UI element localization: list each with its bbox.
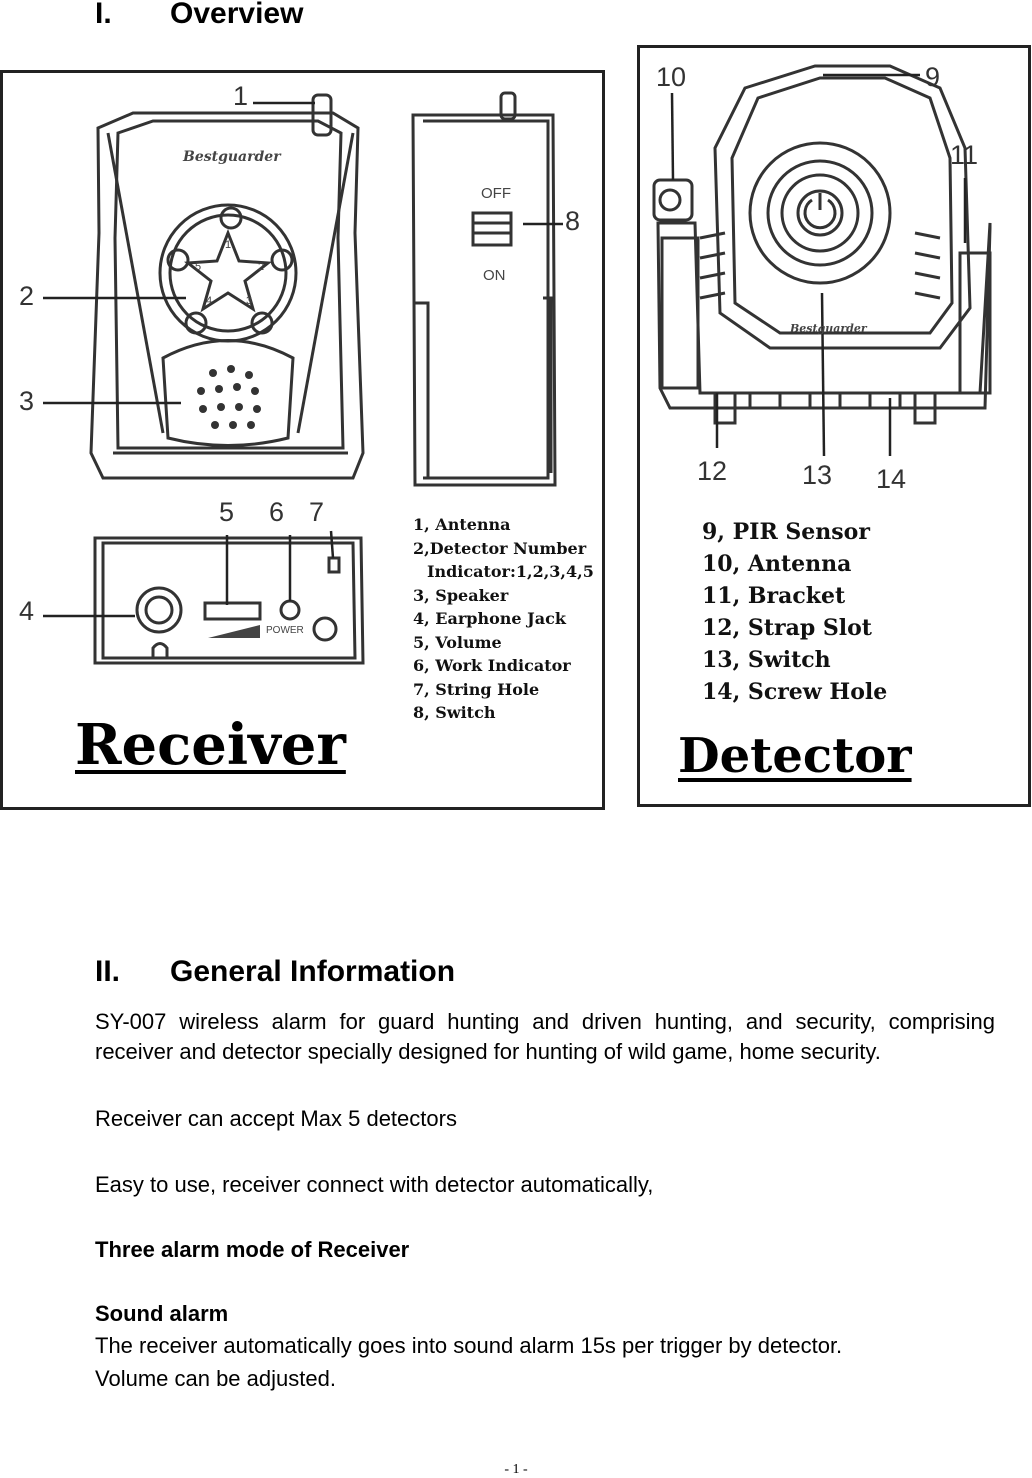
detector-illustration xyxy=(652,64,992,457)
sound-alarm-line-2: Volume can be adjusted. xyxy=(95,1366,336,1391)
receiver-legend: 1, Antenna 2,Detector Number Indicator:1… xyxy=(413,513,594,725)
receiver-title: Receiver xyxy=(75,712,346,778)
section-2-title: General Information xyxy=(170,955,456,988)
callout-14: 14 xyxy=(876,464,907,494)
detector-legend-item: 10, Antenna xyxy=(702,551,852,577)
receiver-illustration xyxy=(43,91,563,665)
callout-5: 5 xyxy=(219,497,235,527)
callout-2: 2 xyxy=(19,281,35,311)
alarm-modes-heading: Three alarm mode of Receiver xyxy=(95,1237,410,1262)
receiver-legend-item: 4, Earphone Jack xyxy=(413,609,566,628)
star-number-2: 2 xyxy=(258,261,265,273)
detector-legend-item: 12, Strap Slot xyxy=(702,615,872,641)
callout-7: 7 xyxy=(309,497,325,527)
callout-6: 6 xyxy=(269,497,285,527)
callout-12: 12 xyxy=(697,456,728,486)
page-number: - 1 - xyxy=(504,1462,528,1477)
receiver-brand-logo: Bestguarder xyxy=(183,149,281,165)
section-1-title: Overview xyxy=(170,0,304,30)
callout-11: 11 xyxy=(950,140,979,170)
star-number-1: 1 xyxy=(225,239,232,251)
power-label: POWER xyxy=(266,625,304,636)
detector-legend-item: 13, Switch xyxy=(702,647,831,673)
detector-legend-item: 11, Bracket xyxy=(702,583,846,609)
detector-brand-logo: Bestguarder xyxy=(790,322,867,335)
ease-paragraph: Easy to use, receiver connect with detec… xyxy=(95,1172,654,1197)
receiver-legend-item: Indicator:1,2,3,4,5 xyxy=(427,562,594,581)
callout-4: 4 xyxy=(19,596,35,626)
detector-panel: 10 9 11 12 13 14 Bestguarder 9, PIR Sens… xyxy=(637,45,1031,807)
sound-alarm-heading: Sound alarm xyxy=(95,1301,229,1326)
star-number-4: 4 xyxy=(206,295,213,307)
capacity-paragraph: Receiver can accept Max 5 detectors xyxy=(95,1106,457,1131)
sound-alarm-line-1: The receiver automatically goes into sou… xyxy=(95,1333,843,1358)
detector-title: Detector xyxy=(678,728,912,784)
callout-13: 13 xyxy=(802,460,833,490)
receiver-legend-item: 8, Switch xyxy=(413,703,496,722)
detector-legend: 9, PIR Sensor 10, Antenna 11, Bracket 12… xyxy=(702,516,887,708)
callout-3: 3 xyxy=(19,386,35,416)
intro-paragraph: SY-007 wireless alarm for guard hunting … xyxy=(95,1009,995,1064)
callout-8: 8 xyxy=(565,206,581,236)
switch-off-label: OFF xyxy=(481,185,511,202)
callout-10: 10 xyxy=(656,62,687,92)
switch-on-label: ON xyxy=(483,267,506,284)
receiver-legend-item: 7, String Hole xyxy=(413,679,540,699)
section-1-number: I. xyxy=(95,0,112,30)
detector-legend-item: 9, PIR Sensor xyxy=(702,519,870,545)
star-number-5: 5 xyxy=(195,261,202,273)
receiver-legend-item: 6, Work Indicator xyxy=(413,656,571,675)
callout-1: 1 xyxy=(233,81,249,111)
callout-9: 9 xyxy=(925,62,941,92)
receiver-legend-item: 1, Antenna xyxy=(413,515,511,534)
receiver-legend-item: 3, Speaker xyxy=(413,585,509,605)
receiver-panel: 1 2 3 4 5 6 7 8 OFF ON Bestguarder POWER… xyxy=(0,70,605,810)
receiver-legend-item: 2,Detector Number xyxy=(413,538,587,558)
detector-legend-item: 14, Screw Hole xyxy=(702,679,888,705)
receiver-legend-item: 5, Volume xyxy=(413,632,502,652)
section-2-number: II. xyxy=(95,955,121,988)
star-number-3: 3 xyxy=(246,295,253,307)
